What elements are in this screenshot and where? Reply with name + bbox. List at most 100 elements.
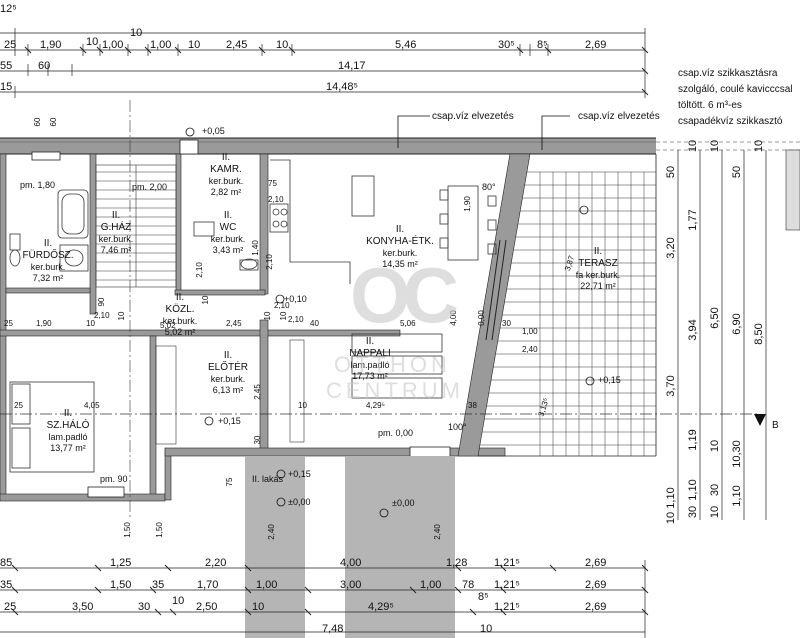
- room-area-eloter: 6,13 m²: [213, 385, 244, 395]
- room-name-furdo: FÜRDŐSZ.: [22, 247, 73, 261]
- terrace-glazing: [485, 239, 507, 341]
- inner-dim-i11: 1,00: [522, 327, 538, 336]
- level-markers: [185, 127, 595, 518]
- right-note-line: szolgáló, coulé kavicccsal: [678, 84, 793, 95]
- top-dim-r1b: 1,90: [40, 39, 61, 51]
- bottom-dim-b2f: 3,00: [340, 579, 361, 591]
- right-dim-c2f: 30: [687, 506, 699, 518]
- bottom-dim-b1c: 2,20: [205, 557, 226, 569]
- room-level-kamra: II.: [222, 152, 230, 163]
- room-name-terasz: TERASZ: [578, 258, 617, 269]
- bottom-dim-b2g: 1,00: [420, 579, 441, 591]
- inner-dim-i10: 0,00: [477, 310, 486, 326]
- right-dim-c2b: 1,77: [687, 209, 699, 230]
- room-area-szhalo: 13,77 m²: [50, 443, 86, 453]
- label-lvl010: +0,10: [284, 294, 307, 304]
- inner-dim-i25: 10: [117, 311, 126, 320]
- bottom-dim-b2h: 78: [462, 579, 474, 591]
- top-dim-r3b: 14,48⁵: [326, 81, 358, 93]
- top-dim-r0b: 10: [130, 27, 142, 39]
- bottom-dim-b1d: 4,00: [340, 557, 361, 569]
- bottom-dim-b1g: 2,69: [585, 557, 606, 569]
- top-dim-r1g: 2,45: [226, 39, 247, 51]
- room-level-terasz: II.: [594, 246, 602, 257]
- inner-dim-i4: 2,10: [268, 195, 284, 204]
- right-dim-c1b: 3,20: [665, 237, 677, 258]
- top-dim-r1j: 30⁵: [498, 39, 515, 51]
- inner-dim-i9: 4,00: [449, 310, 458, 326]
- inner-dim-i32: 2,45: [253, 384, 262, 400]
- label-ang100: 100°: [448, 422, 467, 432]
- inner-dim-i18: 2,45: [226, 319, 242, 328]
- inner-dim-i13: 3,13⁵: [536, 397, 550, 418]
- bottom-dim-b2a: 35: [0, 579, 12, 591]
- bottom-dim-b4a: 7,48: [322, 623, 343, 635]
- top-dim-r0a: 12⁵: [0, 3, 17, 15]
- bottom-dim-b3b: 3,50: [72, 601, 93, 613]
- room-floor-kamra: ker.burk.: [209, 176, 244, 186]
- drain-note-left: csap.víz elvezetés: [432, 111, 514, 122]
- right-dim-c2a: 10: [687, 140, 699, 152]
- room-area-terasz: 22,71 m²: [580, 281, 616, 291]
- inner-dim-i6: 2,10: [265, 254, 274, 270]
- bottom-dim-b3c: 30: [138, 601, 150, 613]
- toilet-wc: [239, 258, 259, 271]
- label-lvl000b: ±0,00: [392, 498, 414, 508]
- room-name-szhalo: SZ.HÁLÓ: [47, 418, 90, 431]
- top-dim-r1a: 25: [4, 39, 16, 51]
- label-lakas: II. lakás: [252, 474, 284, 484]
- inner-dim-i14: 25: [4, 319, 13, 328]
- room-floor-konyha: ker.burk.: [383, 248, 418, 258]
- top-wall: [0, 137, 656, 155]
- inner-dim-i21: 5,06: [400, 319, 416, 328]
- right-dim-c1e: 10: [665, 512, 677, 524]
- inner-dim-i27: 10: [201, 295, 210, 304]
- room-floor-szhalo: lam.padló: [48, 432, 87, 442]
- interior-walls: [0, 153, 506, 502]
- room-area-ghaz: 7,46 m²: [101, 245, 132, 255]
- right-dim-c2d: 1,19: [687, 429, 699, 450]
- room-name-konyha: KONYHA-ÉTK.: [366, 234, 434, 247]
- bottom-dim-b1a: 85: [0, 557, 12, 569]
- right-hatched-block: [785, 149, 800, 231]
- right-dim-c4a: 50: [731, 166, 743, 178]
- room-floor-nappali: lam.padló: [350, 360, 389, 370]
- right-dim-c5b: 10: [753, 140, 765, 152]
- bottom-dim-b1b: 1,25: [110, 557, 131, 569]
- drain-note-right: csap.víz elvezetés: [578, 111, 660, 122]
- room-level-furdo: II.: [44, 238, 52, 249]
- inner-dim-i1: 60: [33, 117, 42, 126]
- inner-dim-i35: 38: [468, 401, 477, 410]
- label-pm90: pm. 90: [100, 474, 128, 484]
- top-dim-r1i: 5,46: [395, 39, 416, 51]
- room-area-kozl: 5,02 m²: [165, 327, 196, 337]
- right-note-line: csap.víz szikkasztásra: [678, 68, 778, 79]
- inner-dim-i42: 10: [263, 311, 272, 320]
- bottom-dim-b3i: 1,21⁵: [494, 601, 520, 613]
- label-lvl000a: ±0,00: [288, 497, 310, 507]
- terrace-grid: [479, 171, 656, 456]
- inner-dim-i28: 2,10: [274, 301, 290, 310]
- room-area-nappali: 17,73 m²: [352, 371, 388, 381]
- room-level-eloter: II.: [224, 350, 232, 361]
- label-lvl005: +0,05: [202, 126, 225, 136]
- kitchen-counter: [269, 159, 375, 284]
- top-dim-r1c: 10: [86, 36, 98, 48]
- bottom-dim-b3j: 2,69: [585, 601, 606, 613]
- bottom-dim-b2c: 35: [152, 579, 164, 591]
- inner-dim-i23: 90: [97, 297, 106, 306]
- inner-dim-i12: 2,40: [522, 345, 538, 354]
- right-dim-c1c: 3,70: [665, 375, 677, 396]
- room-level-kozl: II.: [176, 292, 184, 303]
- bed: [9, 381, 95, 473]
- right-dim-c2e: 1,10: [687, 479, 699, 500]
- right-dim-c3d: 30: [709, 484, 721, 496]
- right-dim-c4c: 10,30: [731, 440, 743, 468]
- inner-dim-i22: 30: [502, 319, 511, 328]
- right-dimension-lines: [677, 150, 767, 520]
- bottom-dim-b2j: 2,69: [585, 579, 606, 591]
- inner-dim-i30: 25: [14, 401, 23, 410]
- inner-dim-i41: 1,50: [155, 522, 164, 538]
- wardrobe: [155, 345, 177, 445]
- bottom-dim-b3a: 25: [4, 601, 16, 613]
